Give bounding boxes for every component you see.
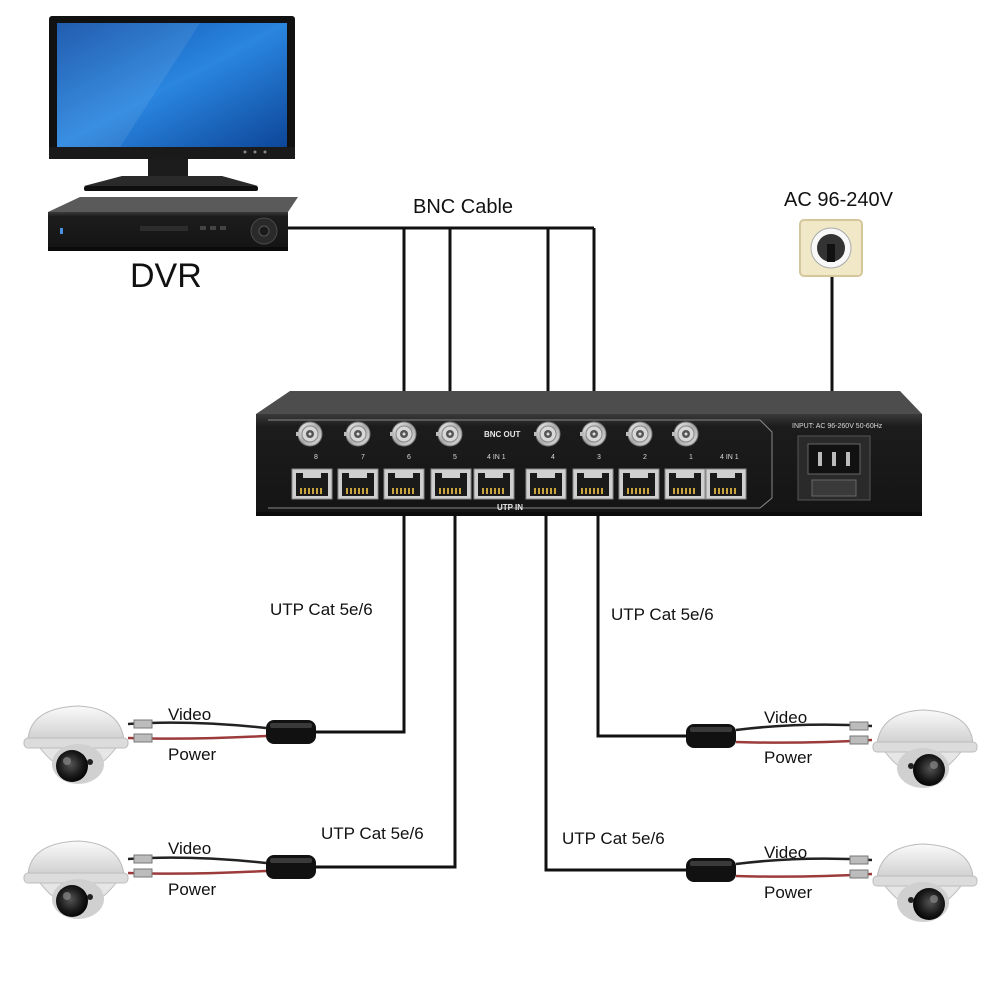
port-number-6: 6	[407, 454, 411, 461]
utp-in-label: UTP IN	[497, 503, 523, 512]
input-rating-label: INPUT: AC 96-260V 50-60Hz	[792, 423, 883, 430]
video-label-top-right: Video	[764, 708, 808, 727]
receiver-hub: BNC OUT UTP IN 8 7 6 5 4 IN 1 4 3 2 1 4 …	[256, 391, 922, 516]
monitor-icon	[49, 16, 295, 191]
utp-label-bottom-left: UTP Cat 5e/6	[321, 824, 424, 843]
port-number-1: 1	[689, 454, 693, 461]
port-number-7: 7	[361, 454, 365, 461]
port-number-5: 5	[453, 454, 457, 461]
camera-top-left	[23, 705, 316, 785]
camera-top-right	[686, 709, 978, 789]
power-label-bottom-left: Power	[168, 880, 217, 899]
utp-label-top-right: UTP Cat 5e/6	[611, 605, 714, 624]
bnc-cable-label: BNC Cable	[413, 196, 514, 218]
video-label-top-left: Video	[168, 705, 212, 724]
dome-camera-icon	[872, 709, 978, 789]
power-label-top-left: Power	[168, 745, 217, 764]
video-balun-icon	[266, 855, 316, 879]
dvr-label: DVR	[130, 257, 202, 295]
port-number-8: 8	[314, 454, 318, 461]
dome-camera-icon	[872, 843, 978, 923]
video-balun-icon	[686, 858, 736, 882]
port-number-2: 2	[643, 454, 647, 461]
group-label-right: 4 IN 1	[720, 454, 739, 461]
utp-label-top-left: UTP Cat 5e/6	[270, 600, 373, 619]
camera-bottom-left	[23, 840, 316, 920]
port-number-3: 3	[597, 454, 601, 461]
dvr-recorder-icon	[48, 197, 298, 251]
port-number-4: 4	[551, 454, 555, 461]
video-label-bottom-right: Video	[764, 843, 808, 862]
bnc-out-label: BNC OUT	[484, 430, 521, 439]
power-label-top-right: Power	[764, 748, 813, 767]
group-label-left: 4 IN 1	[487, 454, 506, 461]
ac-power-label: AC 96-240V	[784, 189, 893, 211]
power-label-bottom-right: Power	[764, 883, 813, 902]
wall-socket-icon	[799, 219, 863, 277]
utp-label-bottom-right: UTP Cat 5e/6	[562, 829, 665, 848]
power-inlet-icon	[797, 435, 871, 501]
utp-cables	[316, 486, 686, 872]
port-number-labels: 8 7 6 5 4 IN 1 4 3 2 1 4 IN 1	[314, 454, 739, 461]
video-label-bottom-left: Video	[168, 839, 212, 858]
video-balun-icon	[266, 720, 316, 744]
dome-camera-icon	[23, 705, 129, 785]
dome-camera-icon	[23, 840, 129, 920]
camera-bottom-right	[686, 843, 978, 923]
video-balun-icon	[686, 724, 736, 748]
